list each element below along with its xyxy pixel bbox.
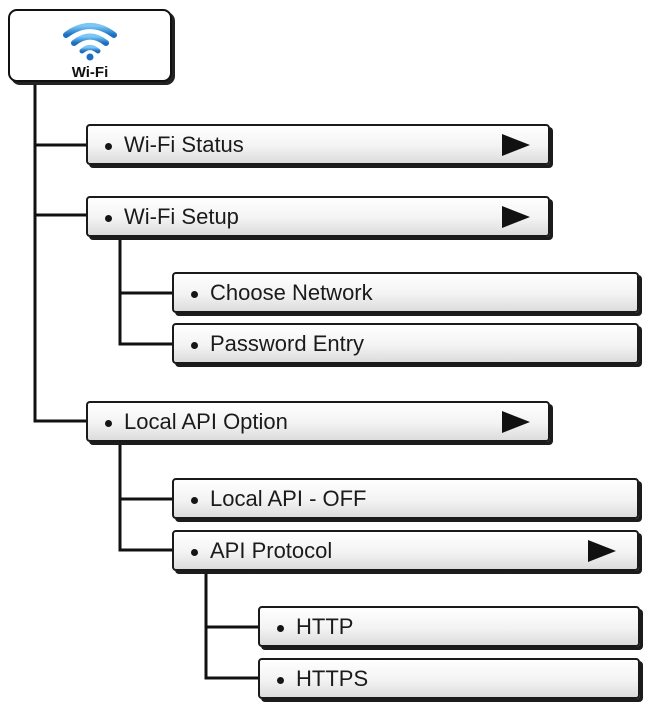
play-arrow-icon xyxy=(588,540,616,562)
bullet-dot xyxy=(191,342,198,349)
menu-item-label: HTTP xyxy=(296,614,354,639)
menu-item-label: Wi-Fi Setup xyxy=(124,204,239,229)
menu-item-label: Local API Option xyxy=(124,409,288,434)
bullet-dot xyxy=(191,291,198,298)
menu-item-choose-network[interactable]: Choose Network xyxy=(172,272,639,313)
menu-item-password-entry[interactable]: Password Entry xyxy=(172,323,639,364)
wifi-root-label: Wi-Fi xyxy=(71,64,109,81)
bullet-dot xyxy=(191,497,198,504)
bullet-dot xyxy=(277,677,284,684)
menu-item-label: Password Entry xyxy=(210,331,365,356)
menu-item-label: Choose Network xyxy=(210,280,373,305)
menu-item-wifi-status[interactable]: Wi-Fi Status xyxy=(86,124,550,165)
bullet-dot xyxy=(105,420,112,427)
menu-item-local-api-off[interactable]: Local API - OFF xyxy=(172,478,639,519)
wifi-root-node[interactable]: Wi-Fi xyxy=(8,9,172,82)
menu-item-label: HTTPS xyxy=(296,666,369,691)
menu-item-api-protocol[interactable]: API Protocol xyxy=(172,530,639,571)
menu-item-label: Wi-Fi Status xyxy=(124,132,244,157)
menu-item-http[interactable]: HTTP xyxy=(258,606,640,647)
menu-item-local-api-option[interactable]: Local API Option xyxy=(86,401,550,442)
bullet-dot xyxy=(191,549,198,556)
bullet-dot xyxy=(105,215,112,222)
play-arrow-icon xyxy=(502,206,530,228)
play-arrow-icon xyxy=(502,411,530,433)
menu-item-wifi-setup[interactable]: Wi-Fi Setup xyxy=(86,196,550,237)
menu-item-label: API Protocol xyxy=(210,538,333,563)
menu-item-label: Local API - OFF xyxy=(210,486,367,511)
menu-item-https[interactable]: HTTPS xyxy=(258,658,640,699)
wifi-icon xyxy=(63,23,117,61)
bullet-dot xyxy=(105,143,112,150)
play-arrow-icon xyxy=(502,134,530,156)
bullet-dot xyxy=(277,625,284,632)
